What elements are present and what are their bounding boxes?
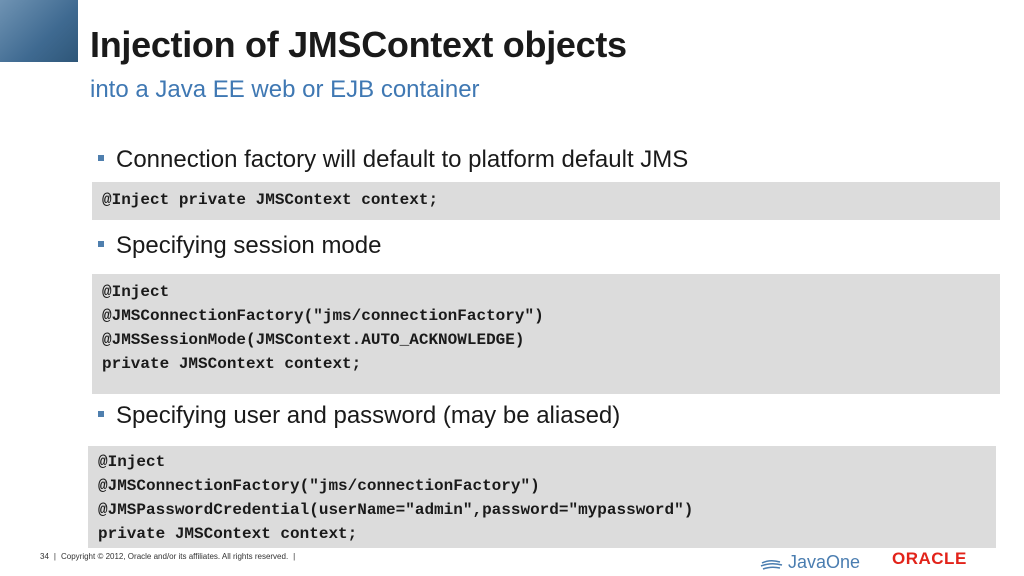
javaone-wordmark: JavaOne (788, 552, 860, 571)
page-number: 34 (40, 552, 49, 561)
javaone-cup-icon: JavaOne (760, 552, 860, 572)
oracle-logo: ORACLE (892, 549, 978, 568)
code-line: private JMSContext context; (102, 355, 362, 373)
bullet-credentials: Specifying user and password (may be ali… (98, 402, 620, 430)
code-line: @Inject private JMSContext context; (102, 191, 439, 209)
code-line: @JMSSessionMode(JMSContext.AUTO_ACKNOWLE… (102, 331, 525, 349)
code-line: @Inject (98, 453, 166, 471)
code-line: @JMSPasswordCredential(userName="admin",… (98, 501, 694, 519)
slide-title: Injection of JMSContext objects (90, 24, 627, 65)
bullet-marker-icon (98, 240, 104, 247)
bullet-text: Connection factory will default to platf… (116, 146, 689, 173)
javaone-logo: JavaOne (760, 549, 870, 572)
bullet-marker-icon (98, 410, 104, 417)
copyright-text: Copyright © 2012, Oracle and/or its affi… (60, 552, 289, 561)
code-line: @Inject (102, 283, 170, 301)
code-block-default: @Inject private JMSContext context; (92, 182, 1000, 220)
slide-subtitle: into a Java EE web or EJB container (90, 76, 480, 103)
code-line: private JMSContext context; (98, 525, 358, 543)
code-block-session-mode: @Inject @JMSConnectionFactory("jms/conne… (92, 274, 1000, 394)
bullet-session-mode: Specifying session mode (98, 232, 381, 260)
code-block-credentials: @Inject @JMSConnectionFactory("jms/conne… (88, 446, 996, 548)
slide-footer: 34|Copyright © 2012, Oracle and/or its a… (40, 552, 296, 561)
bullet-default-factory: Connection factory will default to platf… (98, 146, 688, 174)
bullet-marker-icon (98, 154, 104, 161)
oracle-wordmark: ORACLE (892, 549, 967, 567)
bullet-text: Specifying session mode (116, 232, 382, 259)
code-line: @JMSConnectionFactory("jms/connectionFac… (102, 307, 544, 325)
corner-decoration (0, 0, 78, 62)
bullet-text: Specifying user and password (may be ali… (116, 402, 621, 429)
code-line: @JMSConnectionFactory("jms/connectionFac… (98, 477, 540, 495)
